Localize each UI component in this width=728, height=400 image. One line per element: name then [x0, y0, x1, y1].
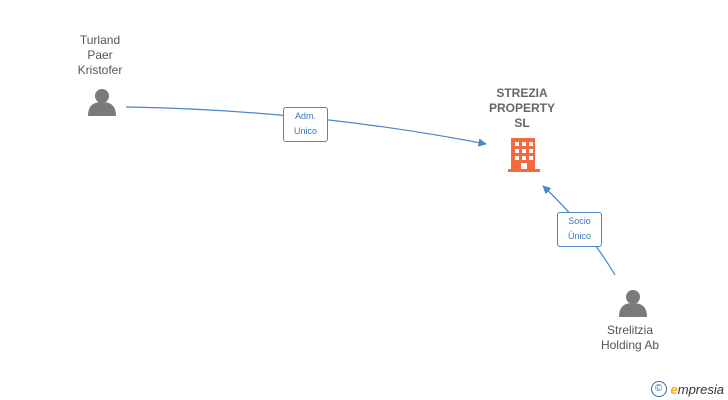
name-line: STREZIA [496, 86, 548, 100]
person-name-turland[interactable]: Turland Paer Kristofer [60, 33, 140, 78]
name-line: PROPERTY [488, 101, 555, 115]
edge-label-line: Unico [293, 126, 317, 136]
name-line: Kristofer [77, 63, 123, 77]
name-line: Holding Ab [600, 338, 660, 352]
copyright-icon: © [650, 381, 667, 397]
building-icon[interactable] [508, 138, 540, 172]
name-line: Strelitzia [606, 323, 653, 337]
empresia-watermark: © empresia [650, 381, 724, 397]
name-line: Paer [87, 48, 113, 62]
name-line: Turland [79, 33, 121, 47]
edge-label-partner: Socio Único [557, 212, 602, 247]
brand-logo: empresia [670, 381, 724, 397]
edge-label-admin: Adm. Unico [283, 107, 328, 142]
person-icon[interactable] [619, 290, 647, 317]
person-name-strelitzia[interactable]: Strelitzia Holding Ab [585, 323, 675, 353]
edge-label-line: Socio [568, 216, 591, 226]
edge-label-line: Único [567, 231, 591, 241]
name-line: SL [514, 116, 530, 130]
edge-label-line: Adm. [294, 111, 316, 121]
person-icon[interactable] [88, 89, 116, 116]
company-name[interactable]: STREZIA PROPERTY SL [472, 86, 572, 131]
